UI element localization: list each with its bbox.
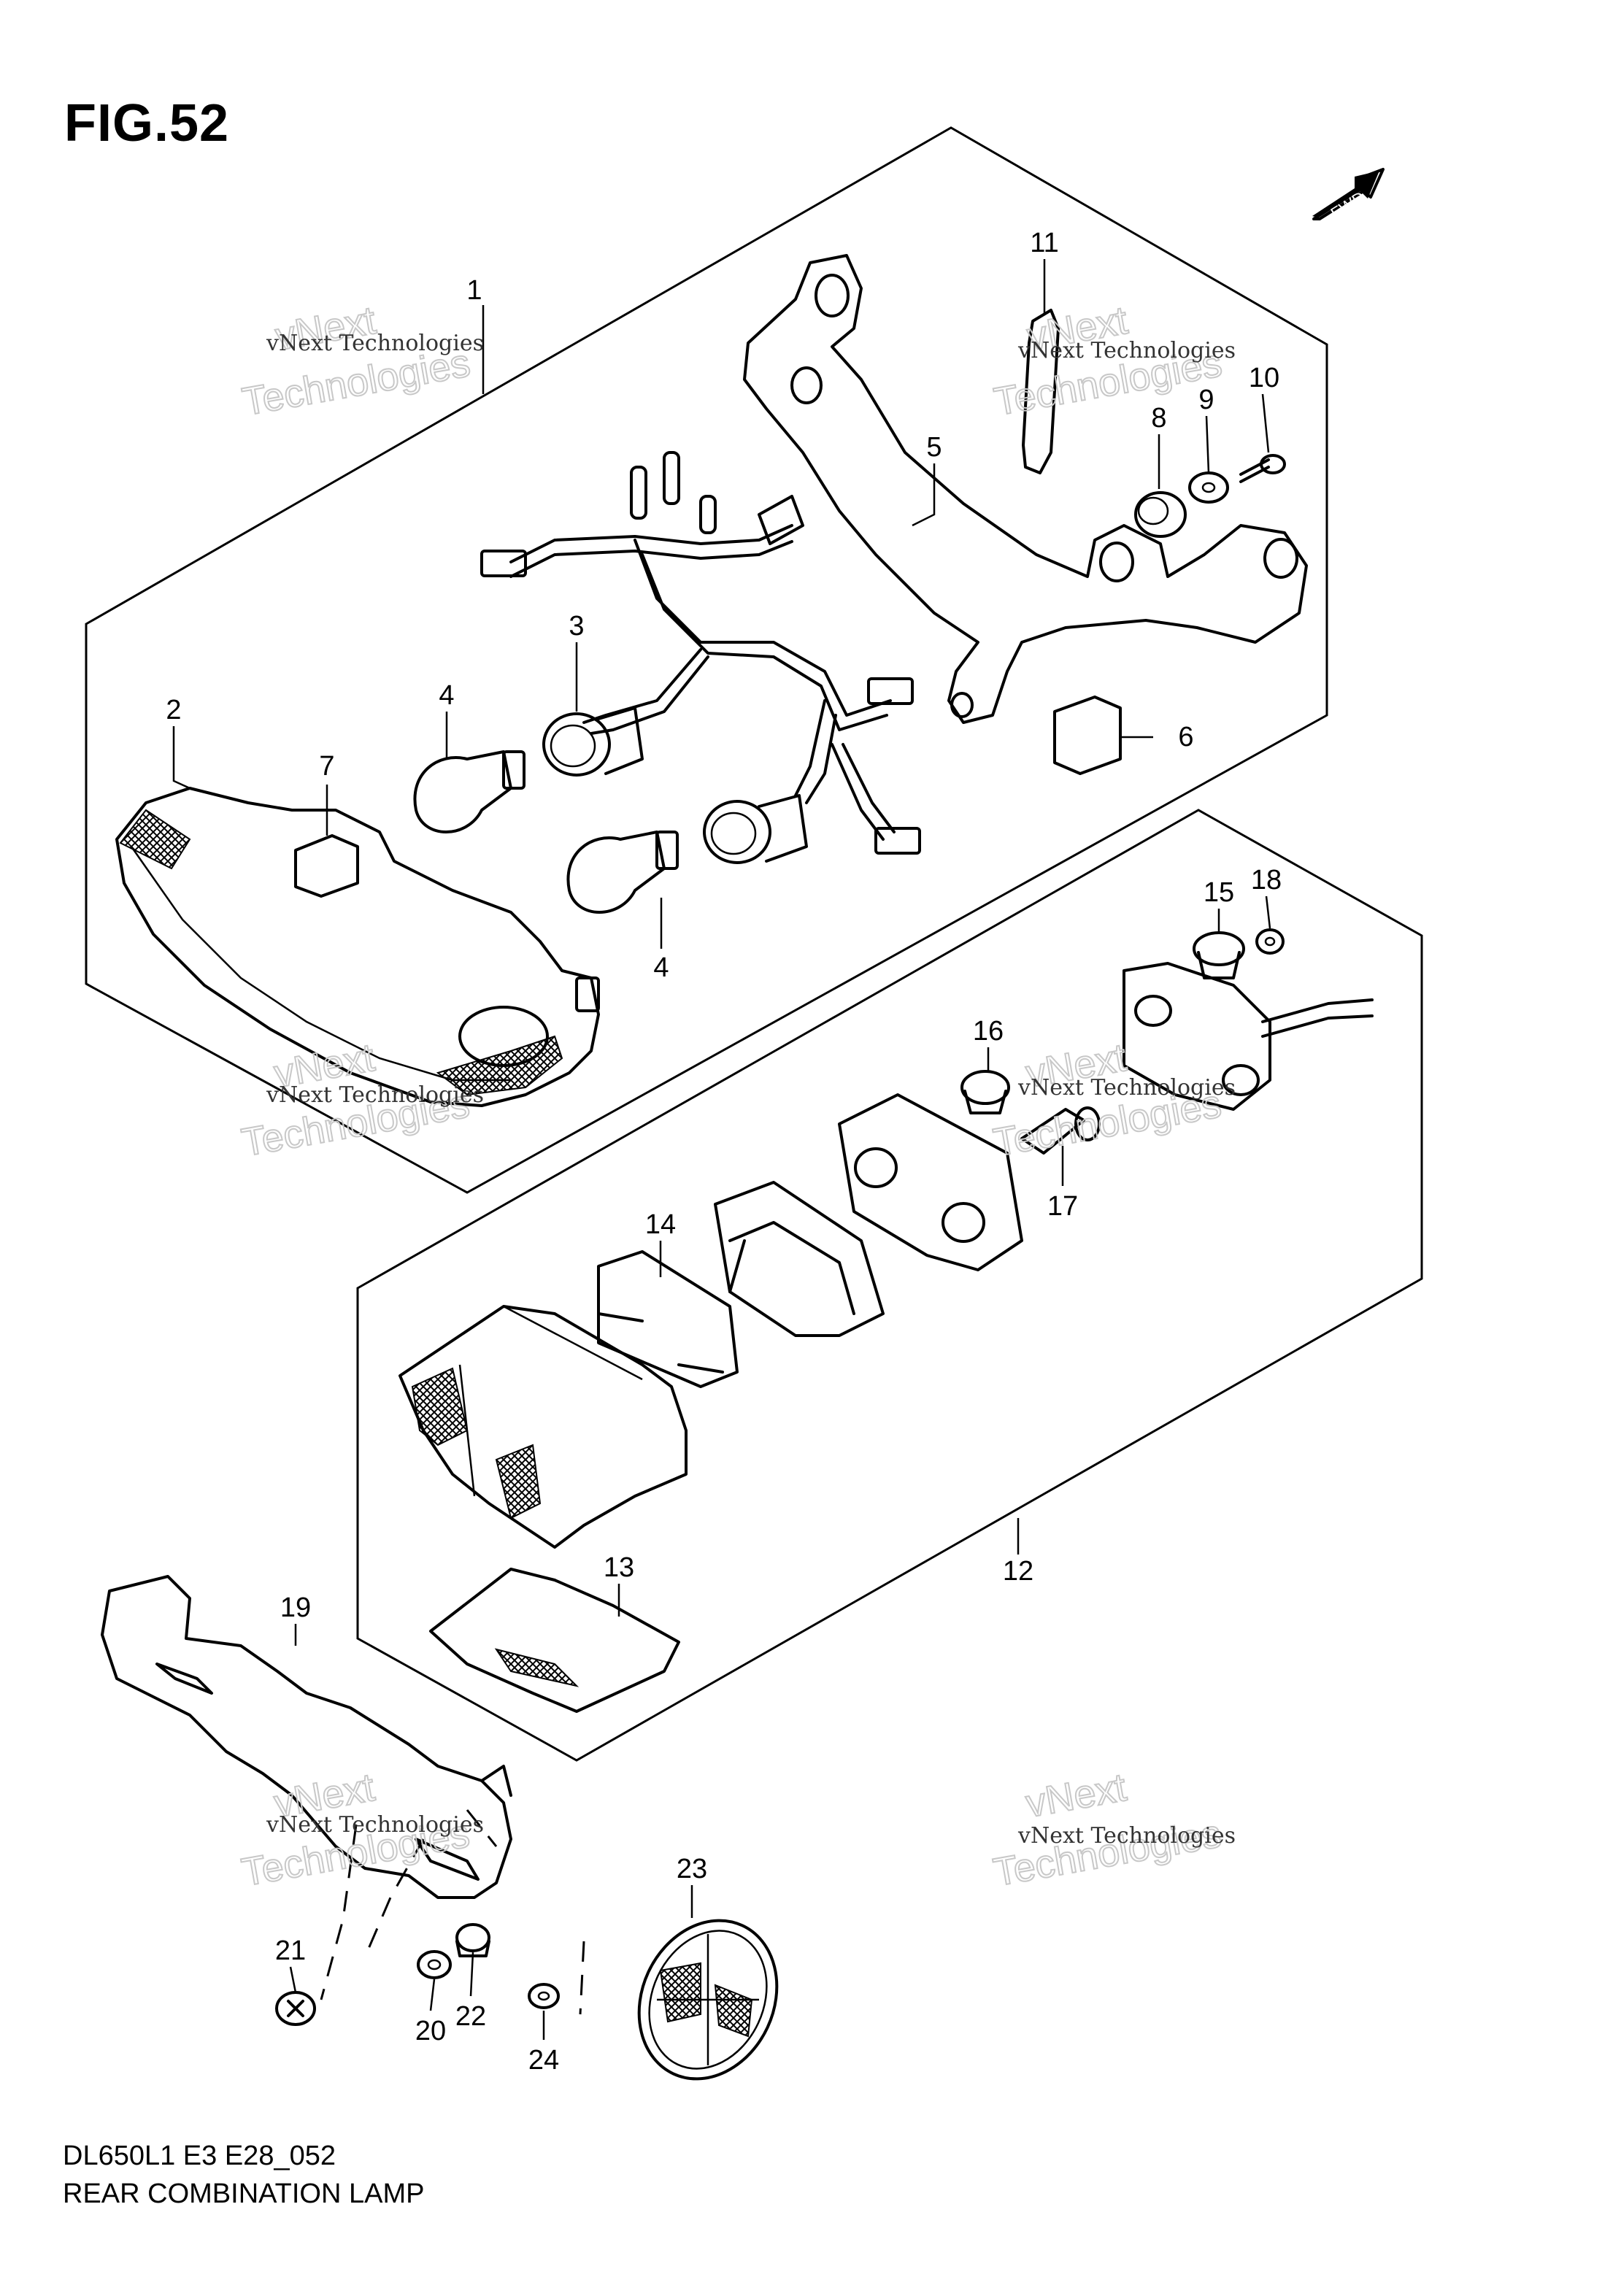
part-3-socket [542,706,644,777]
part-11-strip [1022,309,1060,474]
callout-3: 3 [569,611,584,642]
part-7-cushion [294,834,359,898]
callout-8: 8 [1151,403,1166,434]
callout-4b: 4 [653,952,669,983]
part-14-gasket [597,1250,739,1388]
part-20-washer [417,1950,452,1979]
callout-17: 17 [1047,1191,1078,1222]
part-15-grommet [1193,931,1245,979]
part-lamp-socket-plate [1123,962,1374,1111]
part-6-cushion [1053,696,1122,775]
part-17-bulb [1020,1106,1101,1155]
part-4-bulb-lower [566,831,679,914]
part-lamp-bezel [838,1093,1023,1271]
fwd-arrow-icon: FWD [1312,168,1385,223]
part-2-lamp-housing [115,787,600,1107]
callout-2: 2 [166,695,181,725]
callouts: 1 2 3 4 4 5 6 7 8 9 10 11 12 13 14 15 16… [166,228,1282,2076]
figure-footer: DL650L1 E3 E28_052 REAR COMBINATION LAMP [63,2137,424,2213]
part-16-grommet [960,1070,1010,1114]
callout-20: 20 [415,2016,446,2046]
callout-19: 19 [280,1592,311,1623]
part-3-socket-lower [703,794,808,864]
part-4-bulb-upper [413,750,525,833]
watermark-label-2: vNext Technologies [1017,338,1236,363]
callout-11: 11 [1030,228,1058,258]
part-5-bracket [743,254,1308,724]
part-18-nut [1255,928,1285,955]
watermark-label-5: vNext Technologies [266,1812,484,1838]
svg-text:vNext: vNext [1023,1765,1129,1826]
callout-18: 18 [1251,865,1282,895]
assembly-box-12 [356,809,1423,1762]
part-9-washer [1188,471,1229,504]
watermark-label-4: vNext Technologies [1017,1075,1236,1101]
part-10-screw [1239,454,1286,483]
callout-15: 15 [1204,877,1234,908]
part-22-collar [455,1923,490,1957]
part-19-bracket [101,1575,512,1899]
watermark-label-1: vNext Technologies [266,331,484,356]
callout-7: 7 [319,751,334,782]
part-23-reflector [637,1919,779,2081]
callout-12: 12 [1003,1556,1033,1587]
callout-24: 24 [528,2045,559,2076]
callout-22: 22 [455,2001,486,2032]
watermark-label-6: vNext Technologies [1017,1823,1236,1849]
callout-21: 21 [275,1935,306,1966]
watermark-label-3: vNext Technologies [266,1082,484,1108]
diagram-caption: REAR COMBINATION LAMP [63,2178,425,2209]
callout-13: 13 [604,1552,634,1583]
callout-10: 10 [1249,363,1279,393]
callout-23: 23 [677,1854,707,1884]
part-8-grommet [1134,491,1187,538]
wiring-harness [480,451,921,855]
part-21-bolt [275,1991,316,2026]
leader-lines [172,259,1271,2040]
callout-4: 4 [439,680,454,711]
callout-9: 9 [1198,385,1214,415]
part-lamp-frame [714,1181,885,1337]
callout-5: 5 [926,432,942,463]
assembly-box-1 [85,126,1328,1194]
callout-16: 16 [973,1016,1004,1047]
diagram-code: DL650L1 E3 E28_052 [63,2141,336,2171]
callout-14: 14 [645,1209,676,1240]
callout-1: 1 [466,275,482,306]
part-24-nut [528,1983,560,2009]
figure-title: FIG.52 [64,94,230,153]
part-13-lens-cover [429,1568,680,1713]
part-12-tail-lamp-body [398,1305,688,1549]
callout-6: 6 [1178,722,1193,752]
